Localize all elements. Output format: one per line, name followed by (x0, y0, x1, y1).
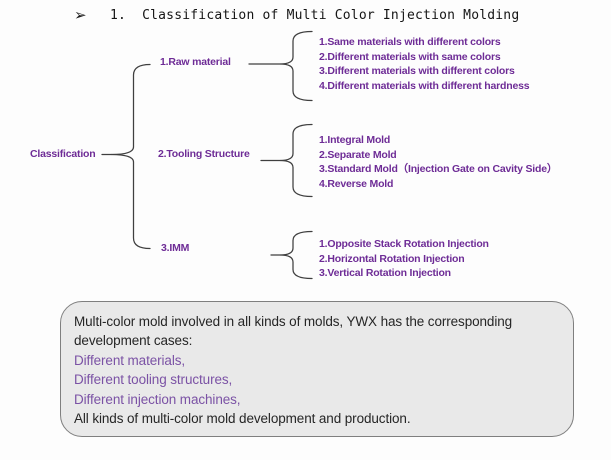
note-line: All kinds of multi-color mold developmen… (74, 411, 411, 427)
leaf-item: 2.Horizontal Rotation Injection (319, 252, 465, 265)
root-label-classification: Classification (30, 148, 96, 160)
leaf-item: 1.Integral Mold (319, 134, 391, 146)
note-line: Multi-color mold involved in all kinds o… (74, 314, 513, 329)
leaf-item: 4.Different materials with different har… (319, 79, 530, 92)
leaf-item: 3.Different materials with different col… (319, 65, 515, 78)
branch2-brace (279, 123, 313, 198)
branch3-brace (279, 230, 313, 280)
leaf-item: 3.Standard Mold（Injection Gate on Cavity… (319, 163, 558, 176)
leaf-item: 3.Vertical Rotation Injection (319, 267, 451, 280)
branch-label-imm: 3.IMM (161, 242, 190, 254)
note-line: development cases: (74, 333, 193, 349)
root-brace (110, 63, 151, 250)
leaf-item: 2.Separate Mold (319, 148, 397, 161)
note-line: Different tooling structures, (74, 372, 233, 388)
leaf-item: 2.Different materials with same colors (319, 50, 501, 63)
leaf-list-imm: 1.Opposite Stack Rotation Injection 2.Ho… (319, 237, 489, 281)
leaf-item: 1.Opposite Stack Rotation Injection (319, 238, 489, 250)
arrow-bullet-icon: ➢ (74, 6, 87, 24)
slide-title: 1. Classification of Multi Color Injecti… (110, 8, 520, 23)
leaf-item: 1.Same materials with different colors (319, 36, 501, 48)
leaf-item: 4.Reverse Mold (319, 177, 394, 190)
note-box: Multi-color mold involved in all kinds o… (60, 301, 574, 437)
leaf-list-raw-material: 1.Same materials with different colors 2… (319, 35, 530, 93)
branch-label-raw-material: 1.Raw material (160, 56, 231, 68)
note-line: Different injection machines, (74, 391, 241, 407)
branch-label-tooling-structure: 2.Tooling Structure (158, 148, 250, 160)
note-line: Different materials, (74, 352, 186, 368)
leaf-list-tooling-structure: 1.Integral Mold 2.Separate Mold 3.Standa… (319, 133, 557, 191)
branch1-brace (279, 30, 313, 102)
